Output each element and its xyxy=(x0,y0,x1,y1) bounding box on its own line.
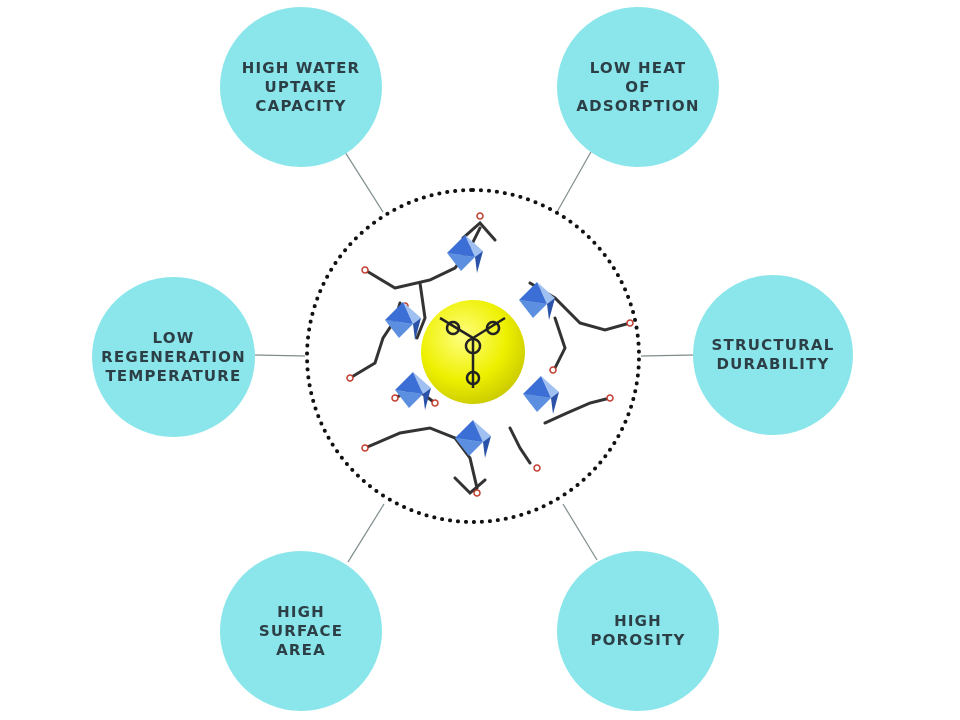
property-label: HIGH WATER UPTAKE CAPACITY xyxy=(241,58,361,115)
connector-n6 xyxy=(562,503,598,561)
property-bubble-n1: HIGH WATER UPTAKE CAPACITY xyxy=(220,7,382,167)
property-bubble-n4: STRUCTURAL DURABILITY xyxy=(693,275,853,435)
metal-clusters xyxy=(385,235,559,458)
connector-n1 xyxy=(344,151,384,213)
property-label: STRUCTURAL DURABILITY xyxy=(711,336,835,373)
property-label: LOW HEAT OF ADSORPTION xyxy=(576,58,700,115)
connector-n5 xyxy=(347,503,385,563)
property-label: HIGH POROSITY xyxy=(590,612,686,649)
property-bubble-n3: LOW REGENERATION TEMPERATURE xyxy=(92,277,255,437)
connector-n3 xyxy=(254,354,306,357)
oxygen-atoms xyxy=(346,212,634,497)
center-linker xyxy=(439,316,506,388)
mof-structure-image xyxy=(346,212,634,497)
property-bubble-n5: HIGH SURFACE AREA xyxy=(220,551,382,711)
property-label: HIGH SURFACE AREA xyxy=(258,602,344,659)
property-label: LOW REGENERATION TEMPERATURE xyxy=(101,328,246,385)
connector-n2 xyxy=(556,149,593,213)
property-bubble-n2: LOW HEAT OF ADSORPTION xyxy=(557,7,719,167)
connector-n4 xyxy=(640,354,695,357)
property-bubble-n6: HIGH POROSITY xyxy=(557,551,719,711)
